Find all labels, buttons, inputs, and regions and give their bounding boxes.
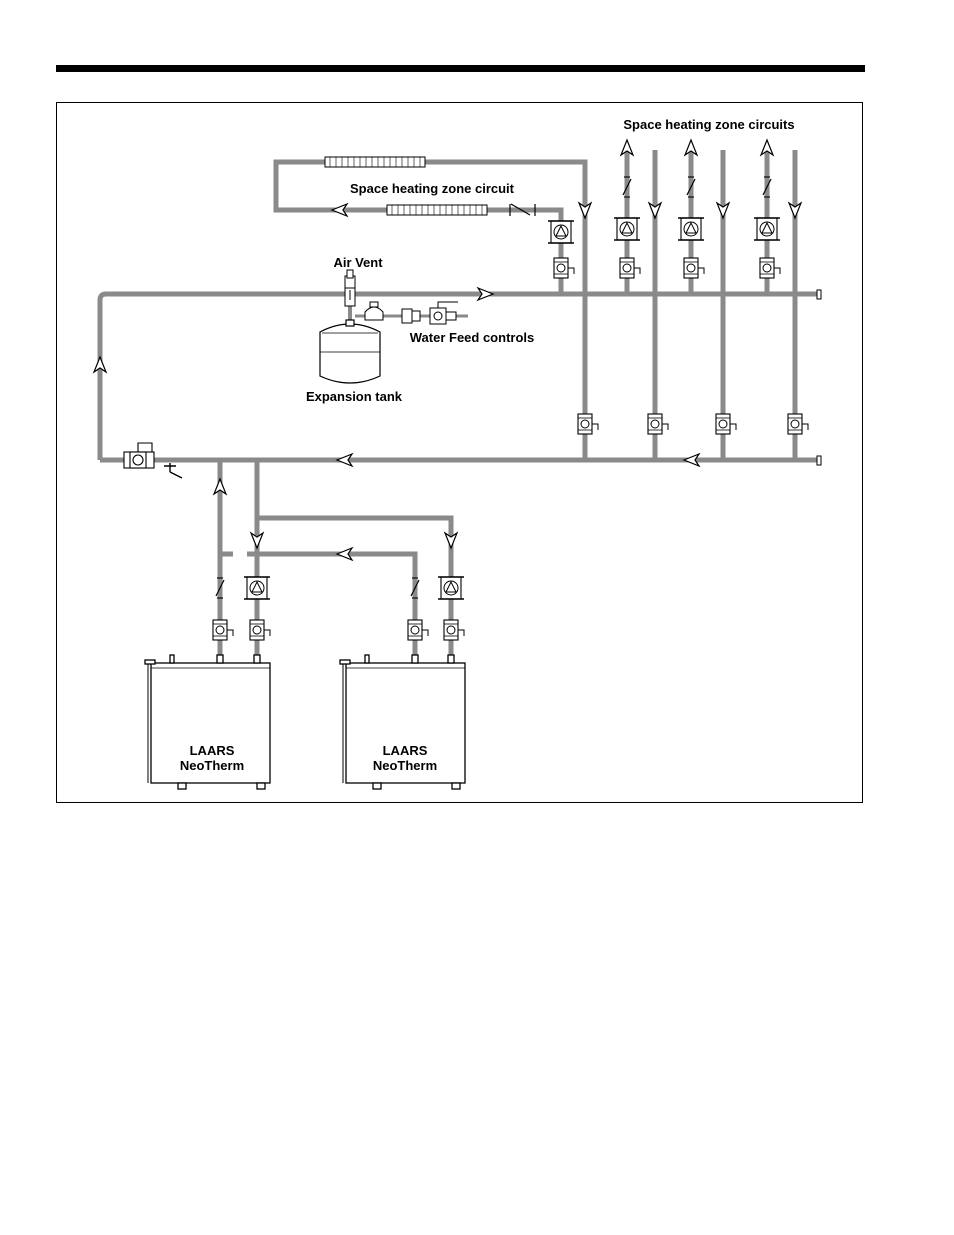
water-feed-assembly <box>365 302 458 324</box>
expansion-tank-label: Expansion tank <box>306 389 403 404</box>
boiler-1-brand: LAARS <box>190 743 235 758</box>
crossover-gaps <box>233 549 247 559</box>
zone-circuit-label: Space heating zone circuit <box>350 181 515 196</box>
boiler2-supply-loop <box>220 554 415 660</box>
supply-main <box>100 294 818 460</box>
air-vent-fitting <box>345 270 355 306</box>
circulator-pumps <box>244 218 780 599</box>
boiler-2-brand: LAARS <box>383 743 428 758</box>
water-feed-label: Water Feed controls <box>410 330 534 345</box>
air-vent-label: Air Vent <box>333 255 383 270</box>
drain-cock <box>164 463 182 478</box>
flow-arrows <box>94 140 801 560</box>
expansion-tank-vessel <box>320 320 380 383</box>
zone-circuits-label: Space heating zone circuits <box>623 117 794 132</box>
boiler-2-model: NeoTherm <box>373 758 437 773</box>
main-end-caps <box>817 290 821 465</box>
boiler-1-model: NeoTherm <box>180 758 244 773</box>
ball-valves <box>213 258 808 640</box>
